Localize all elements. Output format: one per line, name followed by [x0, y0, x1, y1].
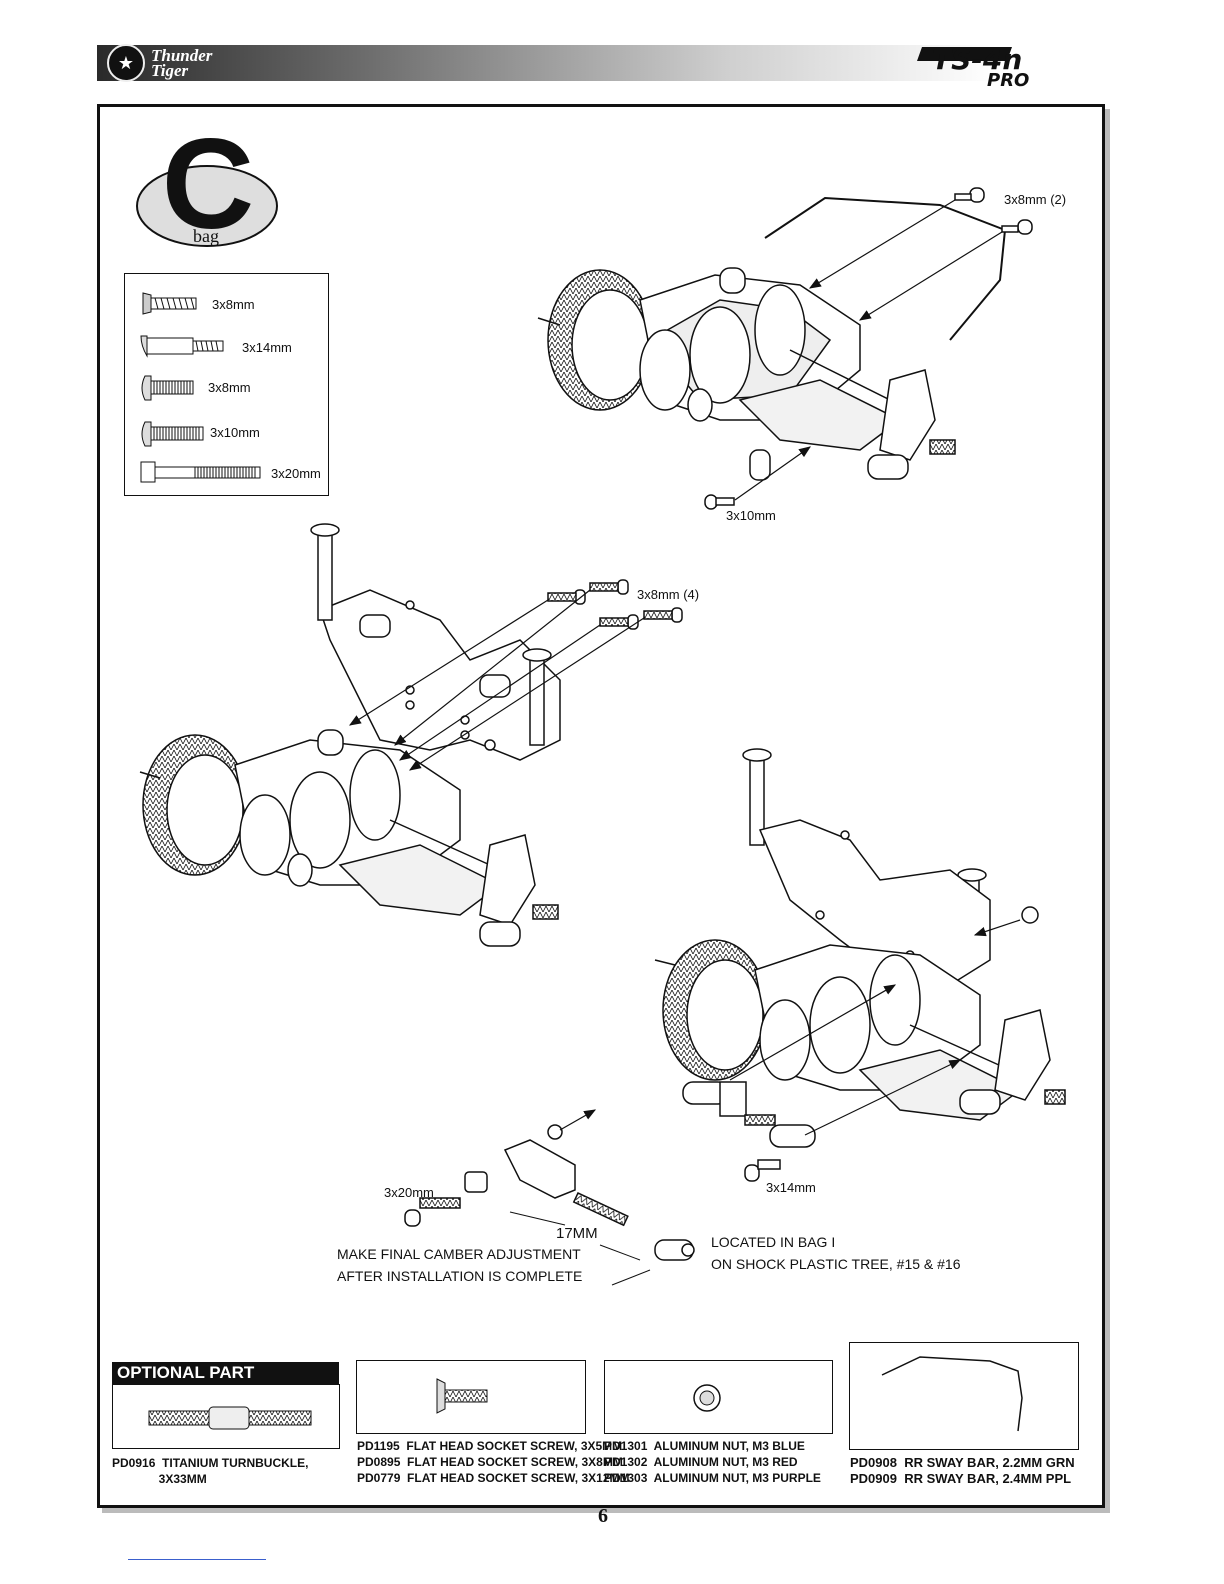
screw-icon	[643, 607, 683, 623]
header-gradient	[97, 45, 997, 81]
bag-c-badge: C bag	[136, 132, 278, 248]
bag-location-note: LOCATED IN BAG I ON SHOCK PLASTIC TREE, …	[711, 1231, 961, 1275]
screw-icon	[547, 589, 586, 605]
screw-icon	[404, 1197, 461, 1227]
sway-bar	[764, 196, 1007, 341]
legend-label: 3x8mm	[208, 380, 251, 395]
hub-carrier	[994, 1009, 1051, 1101]
ball-screw-label: 3x14mm	[766, 1180, 816, 1195]
flat-head-socket-screw-icon	[436, 1378, 488, 1414]
hub-carrier	[879, 369, 936, 461]
optional-part-title: OPTIONAL PART	[112, 1362, 339, 1384]
aluminum-nut-icon	[693, 1384, 721, 1412]
button-head-screw-icon	[141, 375, 194, 401]
brand-line-2: Tiger	[151, 61, 189, 80]
header-band: ★ Thunder Tiger TS-4n PRO	[97, 43, 1102, 89]
screw-icon	[704, 494, 735, 510]
camber-note: MAKE FINAL CAMBER ADJUSTMENT AFTER INSTA…	[337, 1243, 582, 1287]
footer-link-line	[128, 1559, 266, 1560]
hub-carrier	[479, 834, 536, 926]
screw-icon	[744, 1159, 781, 1182]
assembly-middle	[139, 523, 683, 947]
legend-label: 3x8mm	[212, 297, 255, 312]
bag-note-line-2: ON SHOCK PLASTIC TREE, #15 & #16	[711, 1256, 961, 1272]
optional-part-box	[849, 1342, 1079, 1450]
assembly-top	[537, 187, 1033, 510]
screw-icon	[954, 187, 985, 203]
assembly-bottom	[654, 748, 1066, 1182]
camber-note-line-2: AFTER INSTALLATION IS COMPLETE	[337, 1268, 583, 1284]
page-number: 6	[598, 1505, 608, 1527]
model-logo: TS-4n PRO	[917, 43, 1029, 89]
brand-line-1: Thunder	[151, 46, 213, 65]
sway-bar-icon	[881, 1356, 1023, 1432]
model-logo-line-1: TS-4n	[932, 43, 1022, 76]
cap-head-screw-icon	[140, 461, 261, 483]
button-head-screw-icon	[141, 421, 204, 447]
legend-label: 3x10mm	[210, 425, 260, 440]
camber-note-line-1: MAKE FINAL CAMBER ADJUSTMENT	[337, 1246, 581, 1262]
turnbuckle-icon	[148, 1406, 312, 1430]
camber-screw-label: 3x20mm	[384, 1185, 434, 1200]
bag-note-line-1: LOCATED IN BAG I	[711, 1234, 836, 1250]
camber-link-exploded	[404, 1109, 695, 1286]
optional-part-text: PD0916 TITANIUM TURNBUCKLE, 3X33MM	[112, 1456, 309, 1486]
sway-bar-screw-label: 3x8mm (2)	[1004, 192, 1067, 207]
bag-word: bag	[193, 226, 219, 246]
legend-screw-drawings	[140, 292, 261, 483]
thunder-tiger-logo: ★ Thunder Tiger	[107, 44, 213, 82]
screw-icon	[589, 579, 629, 595]
optional-part-box	[356, 1360, 586, 1434]
optional-part-box	[112, 1384, 340, 1449]
legend-label: 3x20mm	[271, 466, 321, 481]
screw-icon	[1001, 219, 1033, 235]
screw-icon	[599, 614, 639, 630]
legend-label: 3x14mm	[242, 340, 292, 355]
star-seal-icon: ★	[107, 44, 145, 82]
suspension-arm	[738, 379, 902, 451]
plate-screw-label: 3x8mm (4)	[637, 587, 700, 602]
screw-legend: 3x8mm 3x14mm 3x8mm 3x10mm 3x20mm	[124, 273, 329, 496]
optional-part-box	[604, 1360, 833, 1434]
bag-letter: C	[162, 132, 254, 248]
turnbuckle-length-label: 17MM	[556, 1225, 598, 1242]
link-screw-label: 3x10mm	[726, 508, 776, 523]
flat-head-self-tapping-screw-icon	[142, 292, 197, 315]
model-logo-line-2: PRO	[987, 70, 1029, 89]
suspension-arm	[338, 844, 502, 916]
camber-link	[682, 1081, 816, 1148]
button-head-shoulder-screw-icon	[140, 335, 224, 358]
